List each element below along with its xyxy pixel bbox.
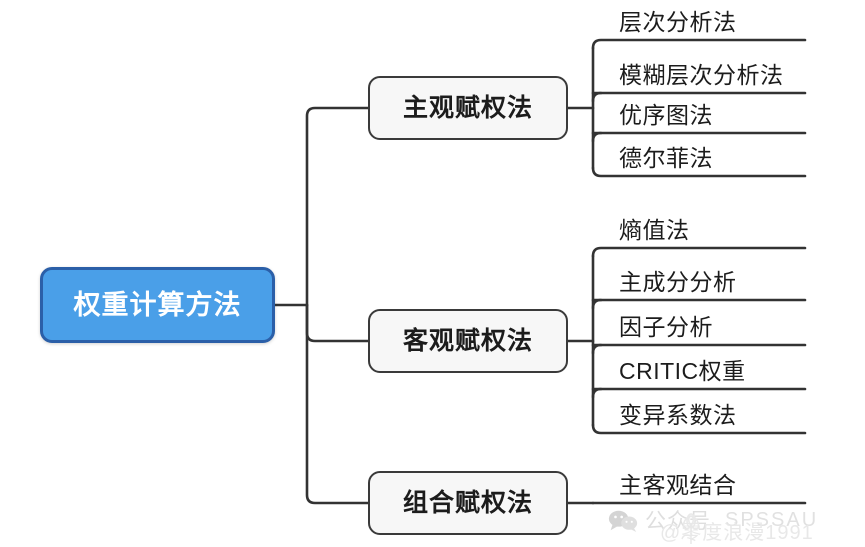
- edge-leaf-2-2-hook: [591, 298, 603, 310]
- watermark-account-label: 公众号: [645, 510, 711, 533]
- root-node-label: 权重计算方法: [73, 289, 242, 320]
- branch-node-combined[interactable]: 组合赋权法: [368, 471, 568, 535]
- leaf-node-ahp[interactable]: 层次分析法: [593, 7, 737, 40]
- branch-node-objective[interactable]: 客观赋权法: [368, 309, 568, 373]
- branch-node-label: 组合赋权法: [402, 488, 533, 517]
- leaf-node-critic[interactable]: CRITIC权重: [593, 356, 746, 389]
- edge-leaf-2-3-hook: [591, 343, 603, 355]
- leaf-node-entropy[interactable]: 熵值法: [593, 215, 690, 248]
- edge-root-to-branch-1: [305, 106, 370, 307]
- leaf-node-label: 变异系数法: [619, 402, 737, 428]
- edge-leaf-2-4-hook: [591, 387, 603, 399]
- leaf-node-label: 熵值法: [619, 217, 690, 243]
- leaf-node-fuzzy-ahp[interactable]: 模糊层次分析法: [593, 60, 784, 93]
- edge-leaf-1-1: [591, 38, 807, 50]
- leaf-node-label: CRITIC权重: [619, 358, 746, 384]
- leaf-node-delphi[interactable]: 德尔菲法: [593, 143, 713, 176]
- branch-node-label: 主观赋权法: [402, 93, 533, 122]
- watermark-main-row: 公众号 SPSSAU: [608, 505, 818, 535]
- watermark-brand: SPSSAU: [725, 508, 819, 531]
- leaf-node-coefficient-variation[interactable]: 变异系数法: [593, 400, 737, 433]
- edge-root-to-branch-3: [305, 303, 370, 505]
- watermark: 公众号 SPSSAU @零度浪漫1991: [608, 500, 865, 547]
- edge-root-to-branch-2: [305, 303, 370, 343]
- leaf-node-label: 优序图法: [619, 102, 713, 128]
- watermark-handle: @零度浪漫1991: [660, 522, 814, 544]
- leaf-node-subjective-objective-combo[interactable]: 主客观结合: [593, 470, 737, 503]
- edge-leaf-1-3-hook: [591, 131, 603, 143]
- leaf-node-pca[interactable]: 主成分分析: [593, 267, 737, 300]
- leaf-node-factor-analysis[interactable]: 因子分析: [593, 312, 713, 345]
- watermark-handle-row: @零度浪漫1991: [660, 516, 814, 545]
- edge-leaf-2-1: [591, 246, 807, 258]
- root-node[interactable]: 权重计算方法: [40, 267, 275, 343]
- flower-icon: [681, 513, 700, 544]
- leaf-node-label: 德尔菲法: [619, 145, 713, 171]
- leaf-node-label: 模糊层次分析法: [619, 62, 784, 88]
- branch-node-subjective[interactable]: 主观赋权法: [368, 76, 568, 140]
- leaf-node-priority-chart[interactable]: 优序图法: [593, 100, 713, 133]
- leaf-node-label: 主客观结合: [619, 472, 737, 498]
- wechat-icon: [608, 510, 638, 532]
- branch-node-label: 客观赋权法: [402, 326, 533, 355]
- leaf-node-label: 主成分分析: [619, 269, 737, 295]
- leaf-node-label: 因子分析: [619, 314, 713, 340]
- leaf-node-label: 层次分析法: [619, 9, 737, 35]
